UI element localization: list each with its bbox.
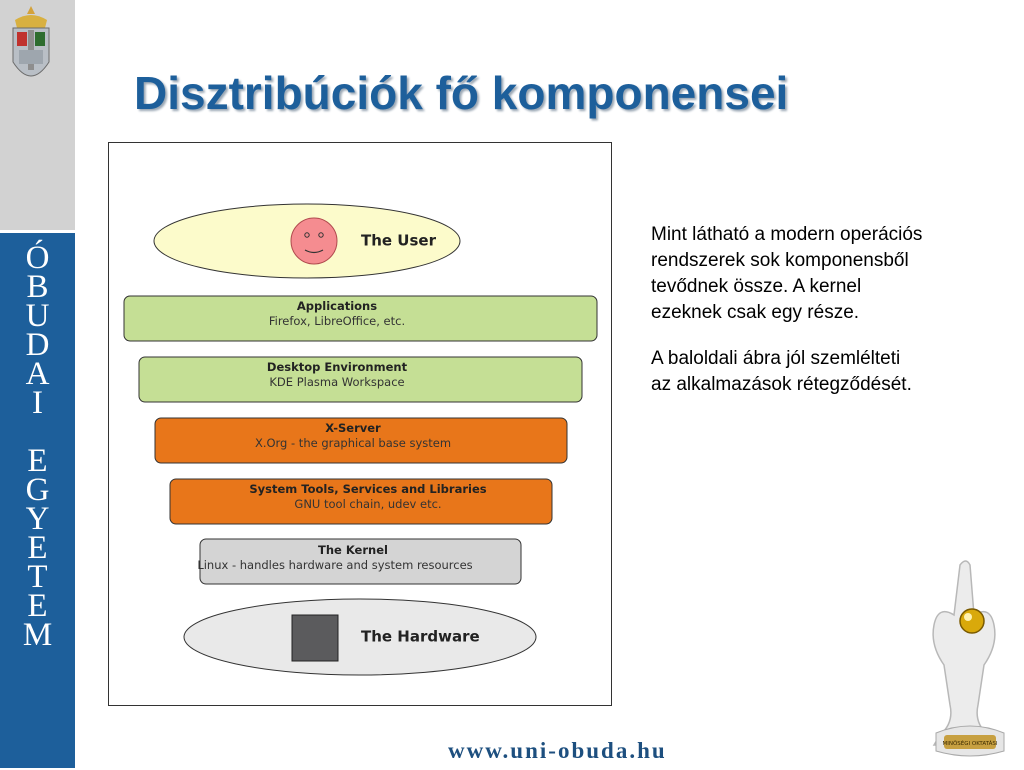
university-crest-icon (12, 6, 50, 77)
university-letter: Y (25, 501, 50, 537)
layer-x-server: X-Server X.Org - the graphical base syst… (154, 417, 568, 464)
layer-title: System Tools, Services and Libraries (249, 482, 486, 496)
layer-subtitle: Linux - handles hardware and system reso… (197, 558, 472, 572)
university-letter: G (25, 472, 50, 508)
body-paragraph: Mint látható a modern operációs rendszer… (651, 224, 923, 323)
layer-title: Desktop Environment (267, 360, 408, 374)
user-label: The User (361, 232, 437, 250)
layer-title: X-Server (325, 421, 381, 435)
university-band (0, 233, 75, 768)
university-letter: D (25, 327, 50, 363)
user-layer: The User (153, 203, 461, 279)
quality-award-trophy: MINŐSÉGI OKTATÁSI (930, 555, 1010, 770)
component-diagram: The User Applications Firefox, LibreOffi… (108, 142, 612, 706)
slide-title: Disztribúciók fő komponensei (134, 67, 789, 119)
layer-subtitle: X.Org - the graphical base system (255, 436, 451, 450)
university-letter: E (27, 588, 48, 624)
layer-title: The Kernel (318, 543, 388, 557)
layer-subtitle: KDE Plasma Workspace (269, 375, 404, 389)
footer-url[interactable]: www.uni-obuda.hu (448, 738, 667, 763)
trophy-hand-icon: MINŐSÉGI OKTATÁSI (932, 560, 1005, 757)
university-letter: T (27, 559, 48, 595)
hardware-layer: The Hardware (183, 598, 537, 676)
layer-subtitle: GNU tool chain, udev etc. (294, 497, 441, 511)
smiley-icon (290, 217, 338, 265)
layer-kernel: The Kernel Linux - handles hardware and … (197, 538, 522, 585)
layer-title: Applications (297, 299, 377, 313)
layer-desktop-environment: Desktop Environment KDE Plasma Workspace (138, 356, 583, 403)
layer-system-tools: System Tools, Services and Libraries GNU… (169, 478, 553, 525)
trophy-label: MINŐSÉGI OKTATÁSI (943, 739, 998, 747)
layer-subtitle: Firefox, LibreOffice, etc. (269, 314, 405, 328)
university-letter: I (32, 385, 43, 421)
university-letter: M (22, 617, 53, 653)
university-letter: U (25, 298, 50, 334)
crest-panel (0, 0, 75, 230)
university-letter: B (26, 269, 49, 305)
layer-applications: Applications Firefox, LibreOffice, etc. (123, 295, 598, 342)
university-letter: A (25, 356, 50, 392)
slide-body: Mint látható a modern operációs rendszer… (651, 222, 991, 418)
body-paragraph: A baloldali ábra jól szemlélteti az alka… (651, 348, 912, 395)
university-letter: E (27, 530, 48, 566)
university-letter: Ó (25, 240, 50, 276)
hardware-box-icon (291, 614, 339, 662)
university-letter: E (27, 443, 48, 479)
hardware-label: The Hardware (361, 628, 480, 646)
